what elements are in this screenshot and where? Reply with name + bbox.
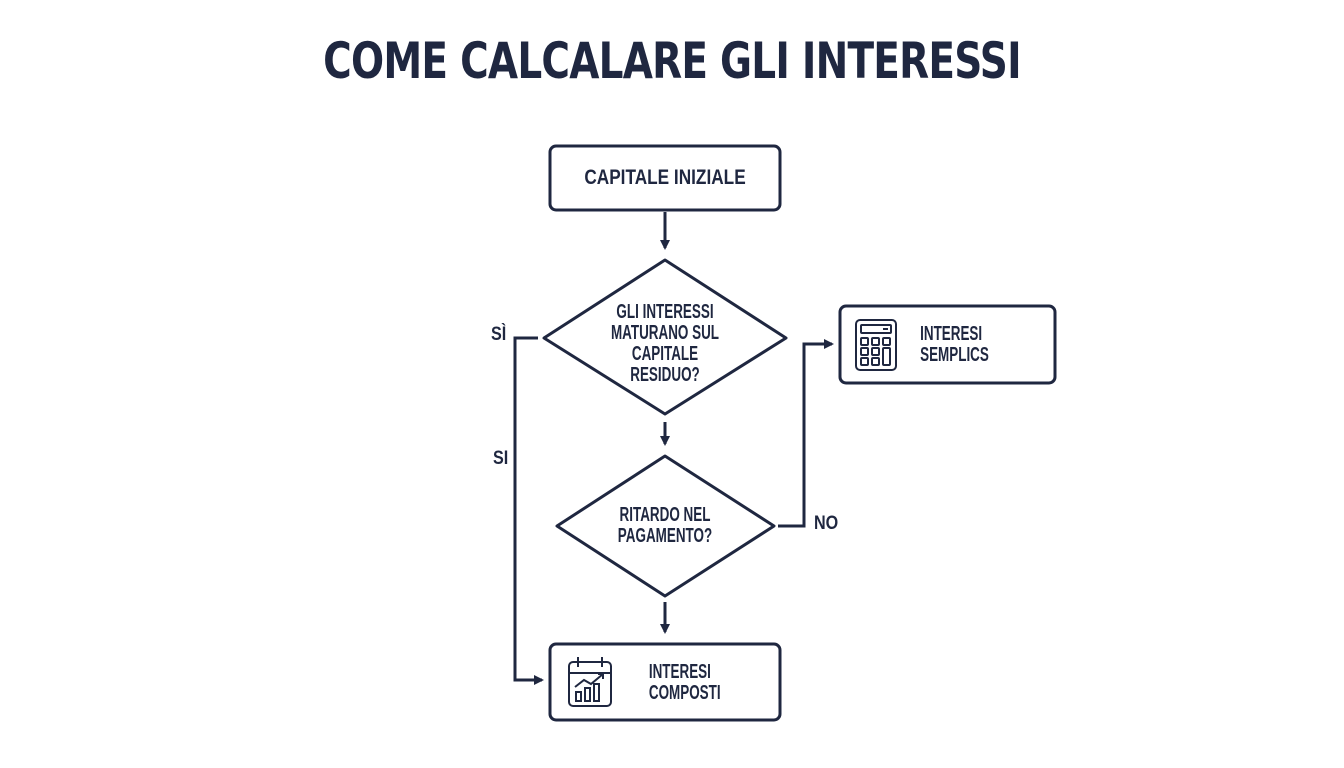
decision1-diamond (542, 258, 788, 416)
compound-line2: COMPOSTI (648, 682, 721, 704)
decision2-diamond (555, 454, 776, 598)
compound-interest-label: INTERESI COMPOSTI (640, 658, 760, 708)
edge-label-yes-plain: SI (493, 448, 509, 469)
calendar-chart-icon (568, 657, 612, 707)
decision1-line2: MATURANO SUL (610, 322, 720, 344)
decision2-line1: RITARDO NEL (619, 504, 711, 526)
decision1-line4: RESIDUO? (630, 364, 700, 386)
decision1-label: GLI INTERESSI MATURANO SUL CAPITALE RESI… (560, 298, 770, 390)
simple-line2: SEMPLICS (920, 344, 989, 366)
decision1-line3: CAPITALE (631, 343, 699, 365)
simple-line1: INTERESI (920, 323, 983, 345)
simple-interest-box (838, 304, 1057, 385)
edge-label-no: NO (814, 513, 839, 534)
start-box (548, 144, 782, 212)
edge-no-to-simple (778, 339, 834, 528)
edge-yes-to-compound (513, 336, 544, 685)
simple-interest-label: INTERESI SEMPLICS (912, 320, 1022, 370)
decision2-line2: PAGAMENTO? (617, 525, 713, 547)
edge-label-yes-accent: SÌ (491, 324, 507, 345)
calculator-icon (855, 319, 897, 371)
compound-line1: INTERESI (648, 661, 711, 683)
decision2-label: RITARDO NEL PAGAMENTO? (565, 500, 765, 552)
decision1-line1: GLI INTERESSI (616, 301, 714, 323)
start-label: CAPITALE INIZIALE (584, 165, 746, 189)
page-title: COME CALCALARE GLI INTERESSI (323, 32, 1021, 90)
